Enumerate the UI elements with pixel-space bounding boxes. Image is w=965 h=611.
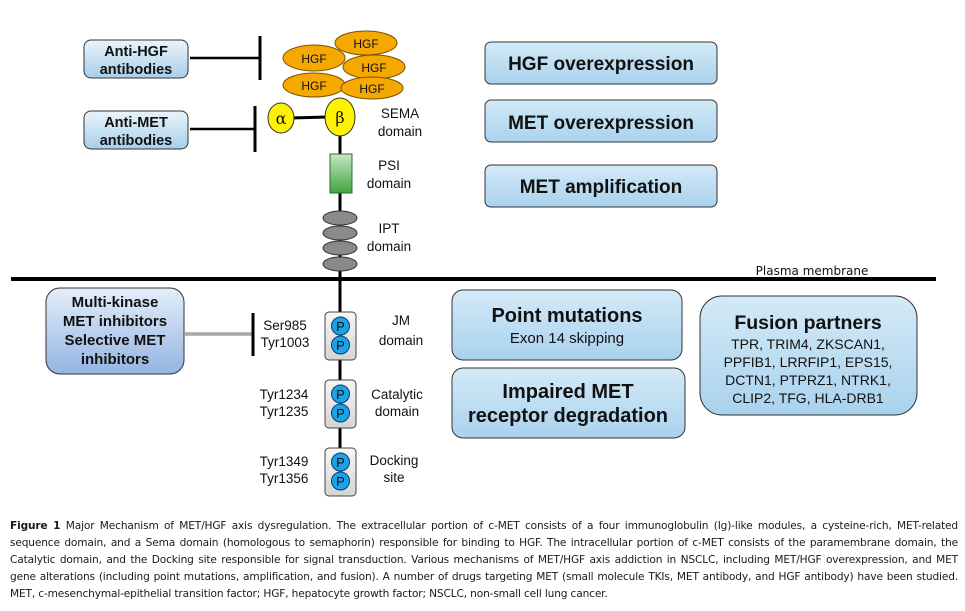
met-inhibitors-box: Multi-kinase MET inhibitors Selective ME… [45,287,185,375]
hgf-ligand: HGF [342,54,406,80]
phospho-site-icon [331,316,350,336]
fusion-partner-line: CLIP2, TFG, HLA-DRB1 [732,390,884,406]
sema-domain-label: SEMA [381,106,419,121]
mechanism-impaired-degradation: Impaired MET receptor degradation [451,367,686,439]
alpha-subunit: α [267,102,295,134]
residue-label: Tyr1349 [260,454,309,469]
docking-site-label: Docking [370,453,419,468]
ipt-domain-label: IPT [378,221,399,236]
anti-met-antibodies-box: Anti-MET antibodies [83,110,189,150]
phospho-site-icon [331,452,350,472]
psi-domain [329,153,353,194]
fusion-partner-line: TPR, TRIM4, ZKSCAN1, [731,336,885,352]
residue-label: Tyr1003 [261,335,310,350]
mechanism-hgf-overexpression: HGF overexpression [484,41,718,85]
svg-text:HGF: HGF [353,37,378,51]
psi-domain-label: PSI [378,158,400,173]
figure-label: Figure 1 [10,520,61,532]
svg-text:HGF: HGF [301,79,326,93]
ipt-domain-label: domain [367,239,411,254]
figure-caption: Figure 1 Major Mechanism of MET/HGF axis… [10,518,958,603]
svg-text:receptor degradation: receptor degradation [468,405,668,427]
svg-text:HGF overexpression: HGF overexpression [508,54,694,75]
svg-text:MET amplification: MET amplification [520,177,683,198]
svg-text:antibodies: antibodies [100,62,173,78]
figure-caption-text: Major Mechanism of MET/HGF axis dysregul… [10,520,958,600]
plasma-membrane-label: Plasma membrane [756,264,869,278]
docking-site: P P [324,447,357,497]
svg-text:β: β [335,108,344,127]
svg-text:P: P [336,387,345,402]
anti-hgf-antibodies-box: Anti-HGF antibodies [83,39,189,79]
svg-text:HGF: HGF [361,61,386,75]
residue-label: Tyr1234 [260,387,309,402]
mechanism-met-amplification: MET amplification [484,164,718,208]
svg-text:Multi-kinase: Multi-kinase [72,294,159,311]
svg-text:P: P [336,455,345,470]
beta-subunit: β [324,97,356,137]
alpha-beta-link [289,115,329,120]
phospho-site-icon [331,403,350,423]
phospho-site-icon [331,384,350,404]
svg-text:Point mutations: Point mutations [491,305,642,327]
residue-label: Ser985 [263,318,307,333]
svg-text:P: P [336,474,345,489]
svg-text:HGF: HGF [359,82,384,96]
svg-text:P: P [336,338,345,353]
svg-text:inhibitors: inhibitors [81,351,149,368]
jm-domain: P P [324,311,357,361]
svg-text:MET overexpression: MET overexpression [508,113,694,134]
hgf-ligand: HGF [334,30,398,56]
hgf-ligand: HGF [282,72,346,98]
svg-text:MET inhibitors: MET inhibitors [63,313,167,330]
svg-text:P: P [336,406,345,421]
phospho-site-icon [331,471,350,491]
mechanism-fusion-partners: Fusion partners TPR, TRIM4, ZKSCAN1, PPF… [699,295,918,416]
met-hgf-diagram: Plasma membrane Anti-HGF antibodies Anti… [11,30,936,497]
svg-text:P: P [336,319,345,334]
svg-text:HGF: HGF [301,52,326,66]
svg-text:Selective MET: Selective MET [65,332,166,349]
svg-text:Fusion partners: Fusion partners [734,312,882,334]
jm-domain-label: JM [392,313,410,328]
fusion-partner-line: PPFIB1, LRRFIP1, EPS15, [724,354,893,370]
jm-domain-label: domain [379,333,423,348]
svg-text:Anti-MET: Anti-MET [104,115,168,131]
mechanism-met-overexpression: MET overexpression [484,99,718,143]
hgf-ligand: HGF [282,44,346,72]
ipt-domain [322,210,358,272]
catalytic-domain-label: domain [375,404,419,419]
catalytic-domain-label: Catalytic [371,387,423,402]
residue-label: Tyr1235 [260,404,309,419]
svg-text:antibodies: antibodies [100,133,173,149]
svg-text:Anti-HGF: Anti-HGF [104,44,168,60]
fusion-partner-line: DCTN1, PTPRZ1, NTRK1, [725,372,891,388]
hgf-ligand-cluster: HGF HGF HGF HGF HGF [282,30,406,100]
hgf-ligand: HGF [340,76,404,100]
mechanism-point-mutations: Point mutations Exon 14 skipping [451,289,683,361]
catalytic-domain: P P [324,379,357,429]
docking-site-label: site [383,470,404,485]
residue-label: Tyr1356 [260,471,309,486]
svg-text:α: α [276,109,287,128]
psi-domain-label: domain [367,176,411,191]
svg-text:Exon 14 skipping: Exon 14 skipping [510,330,624,347]
phospho-site-icon [331,335,350,355]
sema-domain-label: domain [378,124,422,139]
svg-text:Impaired MET: Impaired MET [502,381,633,403]
